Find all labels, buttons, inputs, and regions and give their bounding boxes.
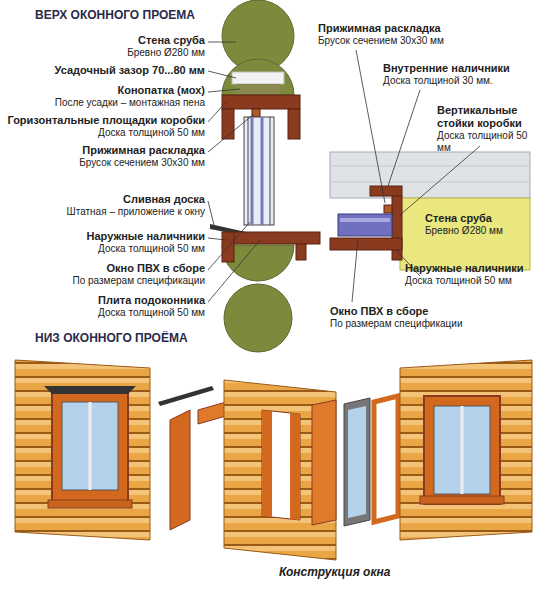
- part-name: Стена сруба: [138, 34, 205, 47]
- drawing-line: [248, 117, 249, 225]
- part-name: Вертикальные стойки коробки: [437, 104, 537, 129]
- drawing-line: [261, 117, 264, 225]
- part-name: Сливная доска: [123, 193, 205, 206]
- drawing-rect: [330, 152, 530, 198]
- part-name: Плита подоконника: [98, 294, 205, 307]
- drawing-polygon: [374, 396, 398, 522]
- part-name: Горизонтальные площадки коробки: [7, 114, 205, 127]
- part-spec: Бревно Ø280 мм: [425, 225, 503, 237]
- drawing-line: [251, 117, 254, 225]
- drawing-line: [208, 114, 254, 152]
- drawing-polygon: [348, 406, 366, 518]
- drawing-rect: [384, 205, 392, 213]
- drawing-line: [461, 406, 464, 494]
- drawing-line: [208, 201, 214, 225]
- drawing-circle: [224, 284, 292, 352]
- drawing-rect: [52, 392, 128, 502]
- drawing-polygon: [344, 398, 370, 526]
- drawing-line: [352, 238, 358, 302]
- drawing-polygon: [262, 410, 300, 520]
- part-spec: Бревно Ø280 мм: [127, 47, 205, 59]
- drawing-rect: [244, 117, 274, 225]
- sill: [222, 232, 320, 262]
- part-name: Окно ПВХ в сборе: [107, 262, 205, 275]
- drawing-line: [388, 90, 420, 186]
- drawing-polygon: [158, 386, 214, 406]
- part-spec: Доска толщиной 50 мм: [98, 243, 205, 255]
- drawing-rect: [252, 109, 260, 117]
- drawing-rect: [434, 406, 490, 494]
- part-name: Прижимная раскладка: [82, 144, 205, 157]
- part-name: Стена сруба: [425, 212, 492, 225]
- drawing-line: [208, 222, 250, 270]
- drawing-rect: [296, 244, 306, 260]
- drawing-polygon: [262, 410, 272, 517]
- log-section: [222, 0, 294, 352]
- part-name: Наружные наличники: [87, 230, 205, 243]
- part-spec: Доска толщиной 50 мм: [98, 307, 205, 319]
- section-title: ВЕРХ ОКОННОГО ПРОЕМА: [35, 9, 195, 23]
- part-spec: Доска толщиной 30 мм.: [383, 75, 493, 87]
- drawing-rect: [370, 186, 402, 196]
- drawing-line: [208, 102, 226, 122]
- drawing-rect: [222, 95, 300, 109]
- part-name: Усадочный зазор 70...80 мм: [55, 64, 205, 77]
- window-section: [244, 117, 274, 225]
- part-name: Конопатка (мох): [117, 84, 205, 97]
- part-name: Прижимная раскладка: [318, 22, 441, 35]
- drawing-rect: [222, 109, 234, 139]
- part-spec: После усадки – монтажная пена: [55, 97, 205, 109]
- drawing-polygon: [400, 360, 532, 540]
- drawing-line: [208, 42, 236, 43]
- drawing-polygon: [44, 386, 136, 394]
- drawing-rect: [340, 218, 390, 222]
- drawing-line: [330, 166, 530, 167]
- part-spec: Штатная – приложение к окну: [67, 206, 205, 218]
- drawing-rect: [420, 496, 504, 504]
- part-spec: Брусок сечением 30х30 мм: [318, 35, 444, 47]
- drawing-rect: [288, 109, 300, 139]
- drawing-line: [270, 117, 271, 225]
- drawing-line: [330, 182, 530, 183]
- drawing-polygon: [312, 400, 336, 525]
- part-spec: Доска толщиной 50 мм: [437, 130, 537, 153]
- drawing-rect: [424, 396, 500, 504]
- caulking: [236, 84, 280, 94]
- part-name: Наружные наличники: [405, 262, 523, 275]
- part-spec: Доска толщиной 50 мм: [405, 275, 512, 287]
- part-spec: По размерам спецификации: [330, 318, 463, 330]
- part-name: Окно ПВХ в сборе: [330, 305, 428, 318]
- drawing-line: [400, 146, 480, 215]
- drawing-rect: [62, 402, 118, 490]
- drawing-line: [208, 71, 236, 78]
- drawing-polygon: [224, 380, 336, 560]
- drawing-rect: [338, 214, 392, 236]
- shrink-gap: [232, 72, 284, 84]
- exploded-parts: [158, 380, 398, 560]
- drawing-line: [89, 402, 92, 490]
- drawing-polygon: [15, 360, 150, 540]
- part-spec: Доска толщиной 50 мм: [98, 127, 205, 139]
- drawing-rect: [232, 232, 320, 244]
- drawing-polygon: [170, 410, 190, 530]
- drawing-rect: [48, 500, 132, 508]
- part-name: НИЗ ОКОННОГО ПРОЁМА: [35, 332, 188, 346]
- drawing-line: [356, 50, 385, 203]
- plan-detail: [330, 152, 530, 270]
- drawing-polygon: [290, 413, 300, 520]
- wall-assembled-left: [15, 360, 150, 540]
- part-spec: Брусок сечением 30х30 мм: [79, 157, 205, 169]
- part-name: Внутренние наличники: [383, 62, 510, 75]
- leader-lines: [208, 42, 260, 302]
- drawing-rect: [400, 198, 530, 270]
- drawing-line: [208, 240, 260, 302]
- caption: Конструкция окна: [279, 566, 390, 580]
- drawing-rect: [330, 238, 402, 250]
- drawing-line: [208, 89, 240, 92]
- wall-assembled-right: [400, 360, 532, 540]
- drawing-line: [208, 238, 226, 240]
- part-spec: По размерам спецификации: [73, 275, 206, 287]
